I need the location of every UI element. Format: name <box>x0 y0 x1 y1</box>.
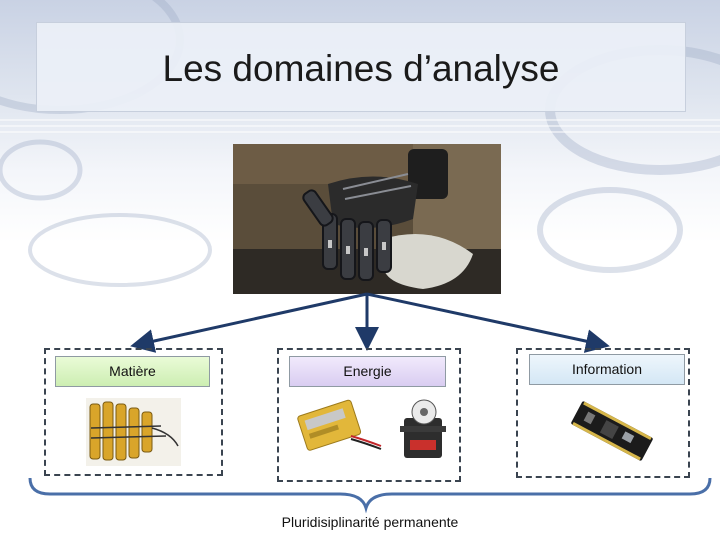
servo-motor-photo <box>398 396 448 466</box>
domain-box-energie <box>277 348 461 482</box>
label-matiere: Matière <box>55 356 210 387</box>
lipo-battery-photo <box>293 396 383 456</box>
domain-box-information <box>516 348 690 478</box>
microcontroller-board-photo <box>562 396 662 466</box>
domain-box-matiere <box>44 348 223 476</box>
title-box: Les domaines d’analyse <box>36 22 686 112</box>
label-information: Information <box>529 354 685 385</box>
label-energie: Energie <box>289 356 446 387</box>
robotic-hand-parts-photo <box>86 398 181 466</box>
footer-caption: Pluridisiplinarité permanente <box>281 514 459 530</box>
robotic-hand-photo <box>233 144 501 294</box>
page-title: Les domaines d’analyse <box>162 48 560 89</box>
